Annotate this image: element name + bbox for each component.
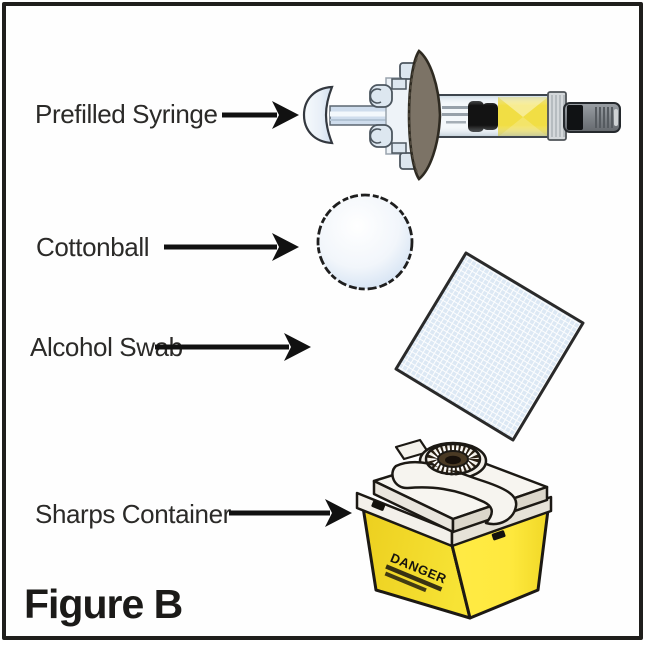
sharps-container-icon: DANGER xyxy=(355,438,553,620)
alcohol-swab-arrow xyxy=(155,333,311,361)
syringe-icon xyxy=(302,49,621,181)
label-prefilled-syringe: Prefilled Syringe xyxy=(35,99,218,129)
cottonball-arrow xyxy=(164,233,299,261)
label-sharps-container: Sharps Container xyxy=(35,499,231,529)
figure-caption: Figure B xyxy=(24,581,183,627)
alcohol-swab-icon xyxy=(394,251,585,442)
label-cottonball: Cottonball xyxy=(36,232,150,262)
sharps-container-arrow xyxy=(229,499,352,527)
cottonball-icon xyxy=(316,193,414,291)
prefilled-syringe-arrow xyxy=(222,101,299,129)
